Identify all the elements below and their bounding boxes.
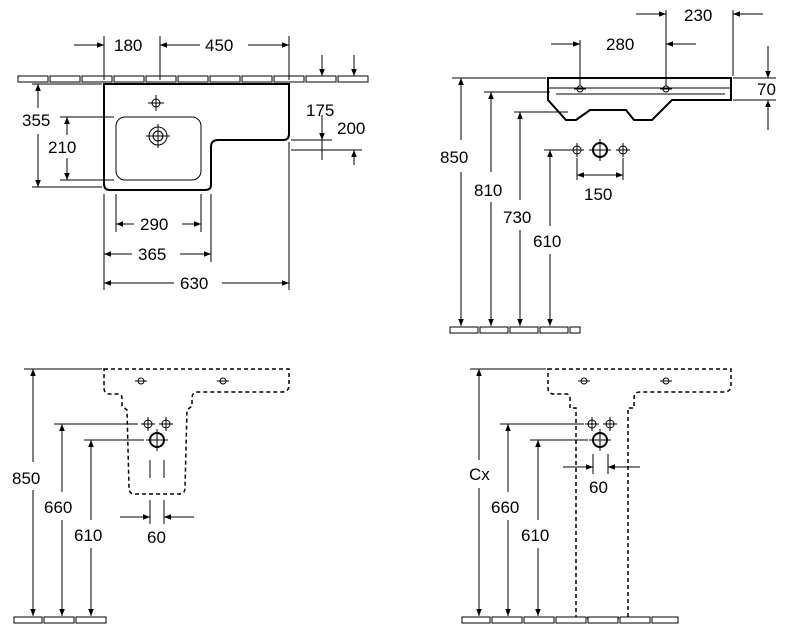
dim-355: 355 [22, 111, 50, 130]
dim-150: 150 [584, 185, 612, 204]
dim-660-full: 660 [491, 498, 519, 517]
half-basin-tap-right-icon [217, 377, 229, 385]
top-tap-hole-icon [148, 95, 164, 111]
dim-450: 450 [205, 36, 233, 55]
dim-280: 280 [606, 35, 634, 54]
dim-630: 630 [180, 274, 208, 293]
dim-810: 810 [474, 181, 502, 200]
dim-175: 175 [306, 101, 334, 120]
front-half-pedestal-view: 60 850 660 610 [12, 368, 290, 624]
side-tap-marker-2-icon [660, 85, 672, 93]
full-supply-left-icon [585, 417, 599, 431]
full-basin-outline [547, 368, 732, 619]
dim-850-half: 850 [12, 469, 40, 488]
full-supply-right-icon [603, 417, 617, 431]
side-supply-left-icon [570, 143, 584, 157]
dim-200: 200 [337, 119, 365, 138]
half-supply-left-icon [141, 417, 155, 431]
half-supply-right-icon [159, 417, 173, 431]
top-wall-strip [17, 75, 369, 83]
dim-730: 730 [503, 208, 531, 227]
full-floor-strip [461, 616, 679, 624]
dim-70: 70 [757, 80, 776, 99]
side-basin-outline [547, 77, 732, 121]
dim-660-half: 660 [44, 498, 72, 517]
dim-610-full: 610 [521, 526, 549, 545]
dim-610-side: 610 [533, 232, 561, 251]
top-view: 180 450 355 210 175 200 290 [17, 36, 369, 293]
full-basin-tap-right-icon [660, 377, 672, 385]
dim-60-full: 60 [589, 478, 608, 497]
full-basin-tap-left-icon [578, 377, 590, 385]
half-basin-tap-left-icon [135, 377, 147, 385]
dim-365: 365 [138, 245, 166, 264]
dim-230: 230 [684, 6, 712, 25]
top-bowl [115, 116, 202, 181]
dim-290: 290 [140, 215, 168, 234]
side-tap-marker-1-icon [574, 85, 586, 93]
front-full-pedestal-view: 60 Cx 660 610 [461, 368, 732, 624]
side-view: 230 280 70 850 810 730 610 [440, 6, 776, 334]
dim-60-half: 60 [147, 528, 166, 547]
top-drain-icon [146, 124, 170, 148]
half-basin-outline [103, 368, 290, 495]
dim-210: 210 [48, 138, 76, 157]
dim-cx: Cx [469, 465, 490, 484]
full-waste-outlet-icon [589, 429, 611, 451]
half-floor-strip [13, 616, 107, 624]
top-basin-outline [103, 83, 290, 191]
side-supply-right-icon [616, 143, 630, 157]
dim-610-half: 610 [74, 526, 102, 545]
side-waste-outlet-icon [589, 139, 611, 161]
dim-850-side: 850 [440, 148, 468, 167]
dim-180: 180 [114, 36, 142, 55]
side-floor-strip [449, 326, 581, 334]
half-waste-outlet-icon [146, 429, 168, 451]
